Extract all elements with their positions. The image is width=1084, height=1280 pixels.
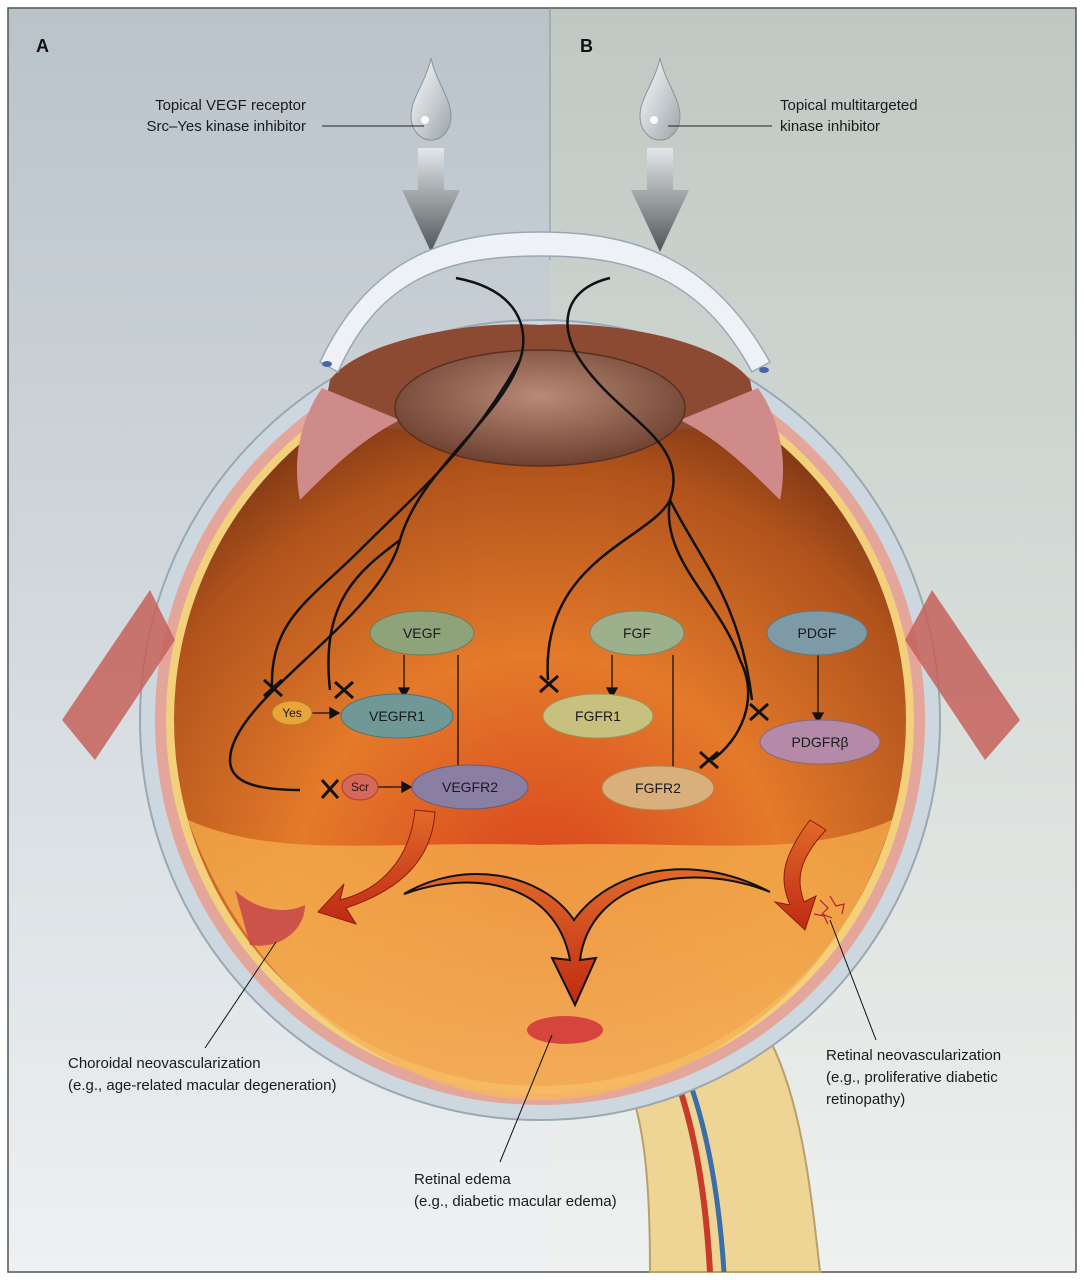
- node-fgfr1-label: FGFR1: [575, 708, 621, 724]
- node-pdgf-label: PDGF: [798, 625, 837, 641]
- label-choroidal-line2: (e.g., age-related macular degeneration): [68, 1077, 337, 1094]
- label-edema-line1: Retinal edema: [414, 1171, 511, 1188]
- node-vegf-label: VEGF: [403, 625, 441, 641]
- node-vegfr2-label: VEGFR2: [442, 779, 498, 795]
- label-choroidal-line1: Choroidal neovascularization: [68, 1055, 261, 1072]
- node-scr-label: Scr: [351, 780, 369, 794]
- node-pdgfrb: PDGFRβ: [760, 720, 880, 764]
- label-retinal-neo-line2: (e.g., proliferative diabetic: [826, 1069, 998, 1086]
- label-retinal-neo-line3: retinopathy): [826, 1091, 905, 1108]
- node-fgfr1: FGFR1: [543, 694, 653, 738]
- schlemm-canal-left: [322, 361, 332, 367]
- schlemm-canal-right: [759, 367, 769, 373]
- node-vegf: VEGF: [370, 611, 474, 655]
- node-fgf-label: FGF: [623, 625, 651, 641]
- panel-label-a: A: [36, 36, 49, 56]
- drug-a-label-line1: Topical VEGF receptor: [155, 97, 306, 114]
- node-yes-label: Yes: [282, 706, 302, 720]
- label-edema-line2: (e.g., diabetic macular edema): [414, 1193, 617, 1210]
- drug-b-label-line2: kinase inhibitor: [780, 118, 880, 135]
- node-fgfr2-label: FGFR2: [635, 780, 681, 796]
- node-vegfr2: VEGFR2: [412, 765, 528, 809]
- node-yes: Yes: [272, 701, 312, 725]
- node-fgfr2: FGFR2: [602, 766, 714, 810]
- node-pdgf: PDGF: [767, 611, 867, 655]
- label-retinal-neo-line1: Retinal neovascularization: [826, 1047, 1001, 1064]
- node-vegfr1: VEGFR1: [341, 694, 453, 738]
- node-pdgfrb-label: PDGFRβ: [791, 734, 848, 750]
- macular-edema-spot: [527, 1016, 603, 1044]
- node-scr: Scr: [342, 774, 378, 800]
- node-fgf: FGF: [590, 611, 684, 655]
- lens: [395, 350, 685, 466]
- drug-b-label-line1: Topical multitargeted: [780, 97, 918, 114]
- node-vegfr1-label: VEGFR1: [369, 708, 425, 724]
- drug-a-label-line2: Src–Yes kinase inhibitor: [146, 118, 306, 135]
- panel-label-b: B: [580, 36, 593, 56]
